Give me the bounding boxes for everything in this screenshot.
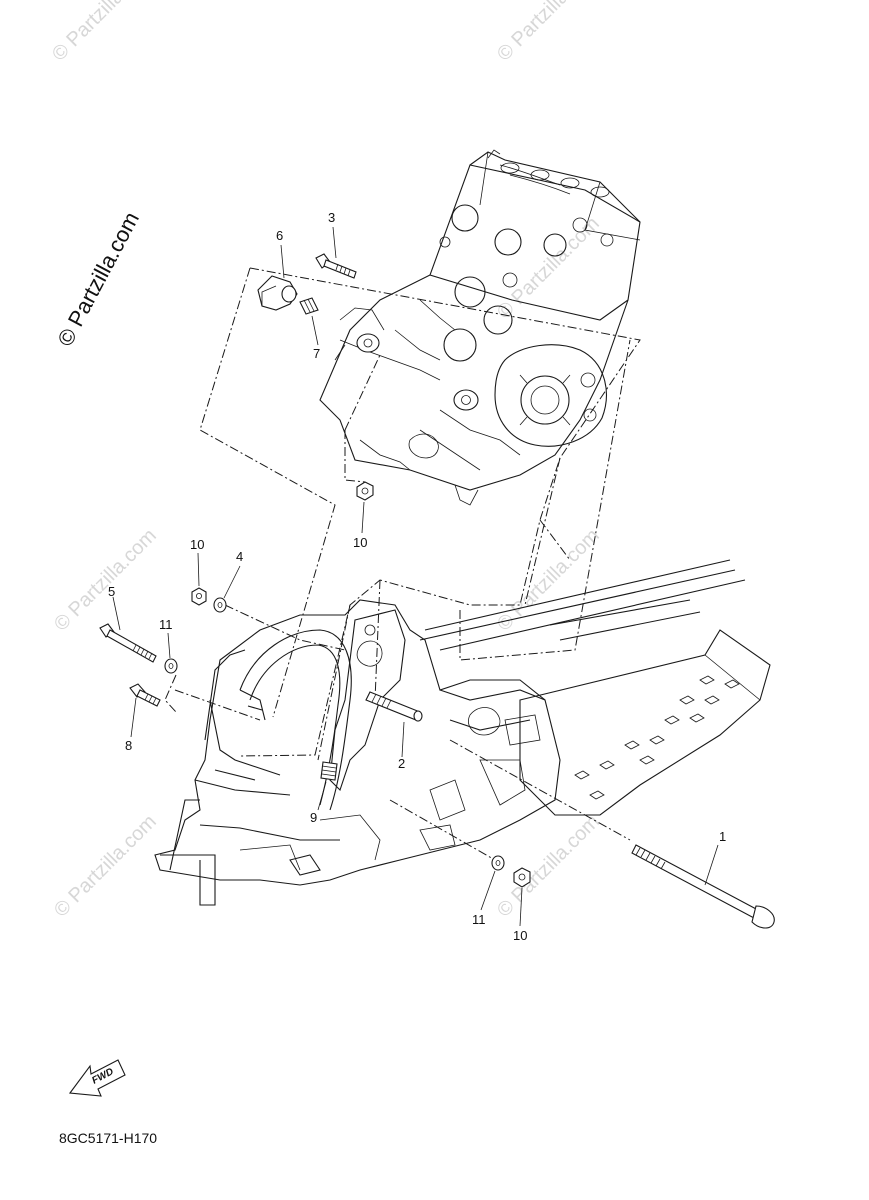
fwd-arrow-icon: FWD (68, 1059, 126, 1097)
part-8-bolt (129, 683, 161, 707)
callout-11-bottom: 11 (472, 912, 486, 927)
callout-4: 4 (236, 549, 243, 564)
callout-9: 9 (310, 810, 317, 825)
part-6-bracket (257, 275, 298, 311)
part-11-washer (491, 855, 505, 871)
part-4-washer (213, 597, 227, 613)
part-7-spacer (299, 297, 319, 315)
part-10-nut (513, 867, 531, 888)
part-9-stud (320, 761, 338, 781)
callout-6: 6 (276, 228, 283, 243)
reference-lines (164, 267, 641, 861)
callout-10-upper: 10 (353, 535, 367, 550)
callout-labels: 1 2 3 4 5 6 7 8 9 10 10 10 11 11 (108, 210, 726, 943)
watermark-text: © Partzilla.com (493, 811, 604, 922)
watermark-text: © Partzilla.com (50, 525, 161, 636)
frame-illustration (154, 559, 771, 906)
engine-illustration (319, 149, 641, 506)
callout-7: 7 (313, 346, 320, 361)
watermark-text: © Partzilla.com (48, 0, 159, 66)
part-3-bolt (315, 253, 357, 279)
callout-1: 1 (719, 829, 726, 844)
part-10-nut (356, 481, 374, 501)
part-1-long-bolt (631, 844, 775, 929)
fwd-label: FWD (90, 1066, 115, 1086)
part-11-washer (164, 658, 178, 674)
leader-lines (112, 226, 719, 927)
callout-10-bottom: 10 (513, 928, 527, 943)
part-10-nut (191, 587, 207, 606)
callout-2: 2 (398, 756, 405, 771)
callout-5: 5 (108, 584, 115, 599)
partzilla-watermark: © Partzilla.com (52, 208, 144, 351)
callout-11-left: 11 (159, 617, 173, 632)
callout-10-left: 10 (190, 537, 204, 552)
callout-3: 3 (328, 210, 335, 225)
watermark-text: © Partzilla.com (50, 811, 161, 922)
watermark-text: © Partzilla.com (493, 0, 604, 66)
part-2-stud (365, 691, 423, 722)
diagram-code: 8GC5171-H170 (59, 1130, 157, 1146)
part-5-bolt (99, 623, 157, 663)
fastener-parts (99, 253, 775, 929)
callout-8: 8 (125, 738, 132, 753)
